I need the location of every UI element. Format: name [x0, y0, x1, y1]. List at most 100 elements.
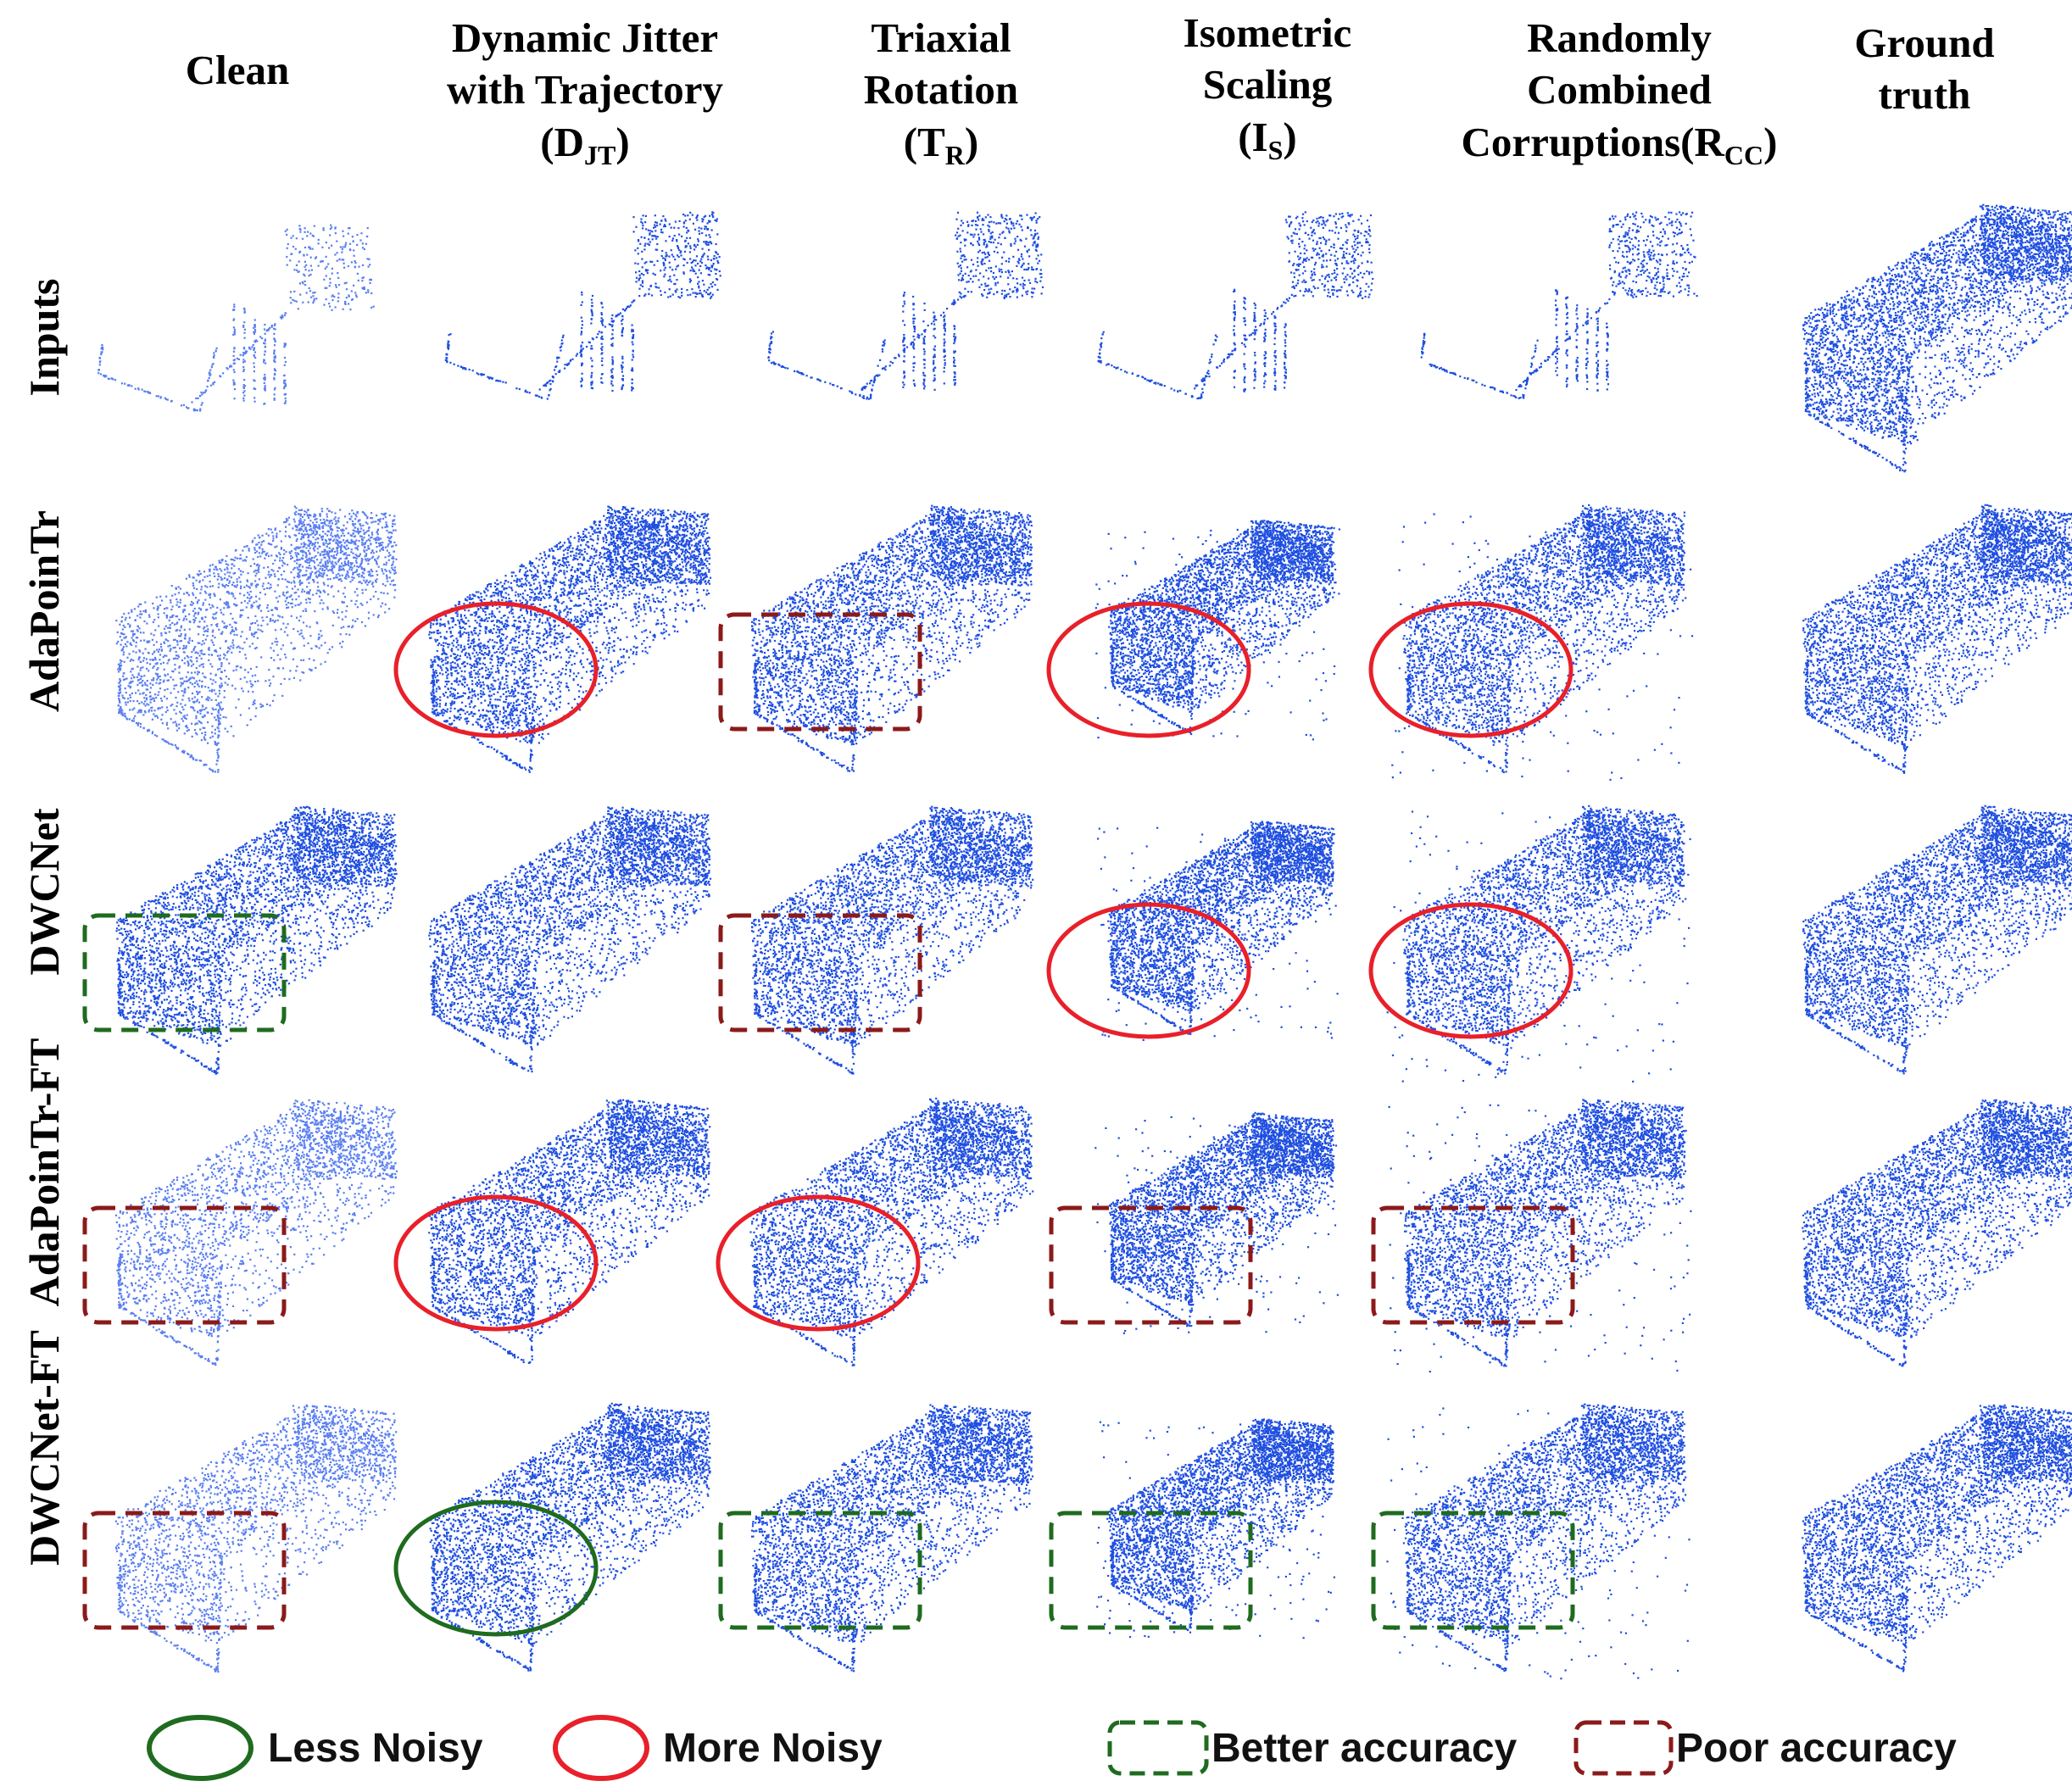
legend-poor-accuracy: Poor accuracy: [1573, 1714, 1957, 1782]
cell-inputs-col0: [81, 191, 411, 475]
point-cloud: [1094, 1112, 1339, 1334]
cell-dwcnet-col0: [81, 793, 411, 1077]
cell-inputs-col2: [716, 191, 1047, 475]
header-text: Clean: [186, 47, 290, 93]
point-cloud: [1097, 821, 1339, 1041]
header-text: Triaxial Rotation (T: [864, 14, 1018, 165]
cell-adapointr-ft-col3: [1047, 1085, 1378, 1369]
point-cloud: [1386, 1404, 1690, 1680]
red-ellipse-icon: [551, 1712, 651, 1784]
point-cloud: [445, 211, 721, 399]
header-close: ): [615, 119, 629, 165]
point-cloud-view: [716, 492, 1047, 776]
cell-adapointr-col4: [1369, 492, 1700, 776]
point-cloud: [1098, 211, 1374, 399]
point-cloud: [1802, 1099, 2072, 1367]
point-cloud-view: [1768, 1085, 2072, 1369]
point-cloud: [115, 1405, 398, 1673]
cell-adapointr-ft-col0: [81, 1085, 411, 1369]
point-cloud-view: [81, 1390, 411, 1674]
more-noisy-annotation: [718, 1197, 918, 1329]
point-cloud: [1802, 805, 2072, 1075]
point-cloud: [115, 506, 397, 773]
point-cloud-view: [394, 793, 725, 1077]
point-cloud-view: [1768, 492, 2072, 776]
point-cloud-view: [1047, 191, 1378, 475]
legend-less-noisy: Less Noisy: [144, 1714, 482, 1782]
point-cloud: [767, 212, 1044, 400]
column-header-ground-truth: Ground truth: [1823, 17, 2026, 121]
point-cloud: [751, 1404, 1033, 1672]
cell-dwcnet-ft-col5: [1768, 1390, 2072, 1674]
point-cloud: [115, 1099, 398, 1366]
point-cloud-view: [1047, 1390, 1378, 1674]
point-cloud: [1421, 211, 1698, 399]
point-cloud: [1095, 520, 1340, 740]
header-text: Ground truth: [1854, 19, 1994, 118]
point-cloud: [1096, 1418, 1335, 1639]
header-subscript: R: [945, 140, 965, 170]
point-cloud-view: [1369, 492, 1700, 776]
cell-adapointr-col2: [716, 492, 1047, 776]
cell-adapointr-col3: [1047, 492, 1378, 776]
column-header-clean: Clean: [153, 44, 322, 96]
legend-label: More Noisy: [663, 1725, 883, 1772]
cell-dwcnet-ft-col2: [716, 1390, 1047, 1674]
header-close: ): [965, 119, 978, 165]
header-subscript: CC: [1724, 140, 1763, 170]
cell-dwcnet-ft-col3: [1047, 1390, 1378, 1674]
point-cloud-view: [81, 793, 411, 1077]
point-cloud: [1802, 1405, 2072, 1672]
point-cloud: [97, 225, 375, 412]
cell-adapointr-ft-col1: [394, 1085, 725, 1369]
cell-dwcnet-ft-col0: [81, 1390, 411, 1674]
green-ellipse-icon: [144, 1712, 256, 1784]
cell-inputs-col4: [1369, 191, 1700, 475]
cell-adapointr-ft-col5: [1768, 1085, 2072, 1369]
point-cloud-view: [1369, 793, 1700, 1077]
cell-dwcnet-col3: [1047, 793, 1378, 1077]
cell-adapointr-col0: [81, 492, 411, 776]
row-label-dwcnet-ft: DWCNet-FT: [14, 1278, 74, 1617]
point-cloud-view: [394, 492, 725, 776]
point-cloud-view: [1047, 793, 1378, 1077]
column-header-dynamic-jitter: Dynamic Jitter with Trajectory (DJT): [407, 12, 763, 172]
point-cloud: [428, 806, 711, 1072]
point-cloud: [1389, 1099, 1692, 1372]
cell-adapointr-ft-col2: [716, 1085, 1047, 1369]
cell-dwcnet-col4: [1369, 793, 1700, 1077]
point-cloud-view: [1768, 191, 2072, 475]
point-cloud: [751, 505, 1033, 772]
point-cloud-view: [1369, 1390, 1700, 1674]
point-cloud-view: [716, 1390, 1047, 1674]
cell-adapointr-col5: [1768, 492, 2072, 776]
cell-dwcnet-col5: [1768, 793, 2072, 1077]
point-cloud-view: [81, 492, 411, 776]
point-cloud-view: [716, 1085, 1047, 1369]
point-cloud-view: [1369, 1085, 1700, 1369]
legend-more-noisy: More Noisy: [551, 1714, 883, 1782]
header-subscript: JT: [584, 140, 615, 170]
red-dashed-box-icon: [1573, 1717, 1676, 1778]
point-cloud: [116, 806, 398, 1075]
cell-dwcnet-ft-col1: [394, 1390, 725, 1674]
header-text: Randomly Combined Corruptions(R: [1462, 14, 1724, 165]
header-close: ): [1283, 114, 1296, 160]
point-cloud-view: [394, 1085, 725, 1369]
point-cloud-view: [81, 1085, 411, 1369]
point-cloud-view: [1768, 793, 2072, 1077]
column-header-randomly-combined: Randomly Combined Corruptions(RCC): [1433, 12, 1806, 172]
point-cloud-view: [394, 1390, 725, 1674]
point-cloud-view: [1768, 1390, 2072, 1674]
point-cloud: [1387, 805, 1691, 1082]
point-cloud-view: [716, 191, 1047, 475]
legend-label: Better accuracy: [1211, 1725, 1517, 1772]
legend-better-accuracy: Better accuracy: [1106, 1714, 1517, 1782]
point-cloud: [751, 806, 1033, 1075]
cell-dwcnet-ft-col4: [1369, 1390, 1700, 1674]
header-close: ): [1763, 119, 1777, 165]
header-subscript: S: [1268, 135, 1284, 165]
point-cloud: [1802, 504, 2072, 774]
point-cloud: [1802, 204, 2072, 473]
cell-dwcnet-col2: [716, 793, 1047, 1077]
